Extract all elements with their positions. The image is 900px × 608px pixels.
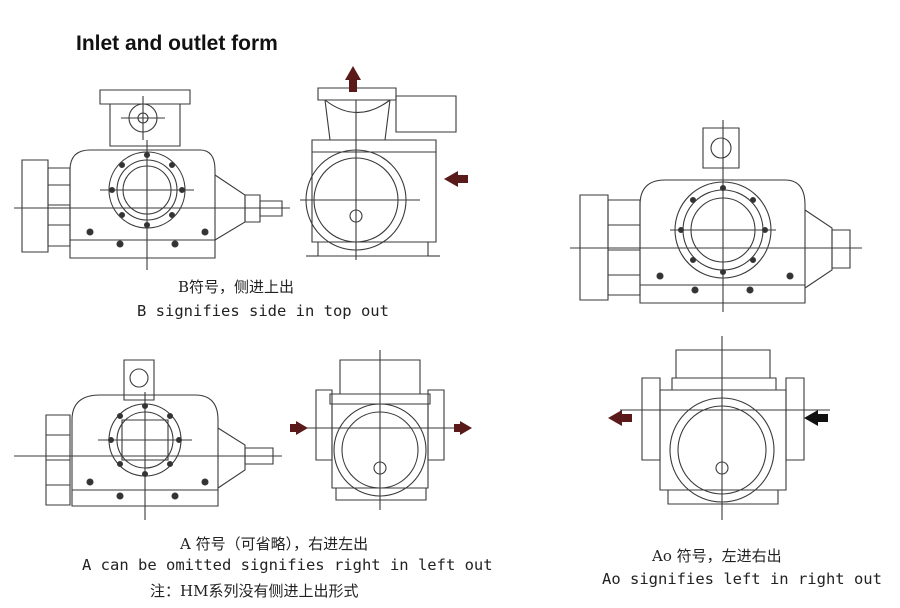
page-title: Inlet and outlet form	[76, 32, 278, 55]
a-form-side-view	[300, 350, 460, 510]
b-form-front-view	[14, 90, 290, 270]
a-form-front-view	[14, 360, 282, 520]
ao-form-side-view	[620, 336, 830, 520]
right-front-view	[570, 120, 862, 312]
outlet-arrow-left	[608, 410, 632, 426]
b-form-caption-en: B signifies side in top out	[137, 302, 389, 320]
inlet-arrow-left-black	[804, 410, 828, 426]
ao-form-caption-cn: Ao 符号，左进右出	[652, 547, 782, 565]
a-form-caption-cn: A 符号（可省略），右进左出	[180, 535, 369, 553]
b-form-caption-cn: B符号，侧进上出	[178, 278, 295, 296]
inlet-arrow-left	[444, 171, 468, 187]
inlet-arrow-right	[290, 421, 308, 435]
outlet-arrow-up	[345, 66, 361, 92]
a-form-note-cn: 注：HM系列没有侧进上出形式	[150, 582, 359, 600]
outlet-arrow-right	[454, 421, 472, 435]
a-form-caption-en: A can be omitted signifies right in left…	[82, 556, 493, 574]
ao-form-caption-en: Ao signifies left in right out	[602, 570, 882, 588]
b-form-side-view	[300, 88, 456, 260]
